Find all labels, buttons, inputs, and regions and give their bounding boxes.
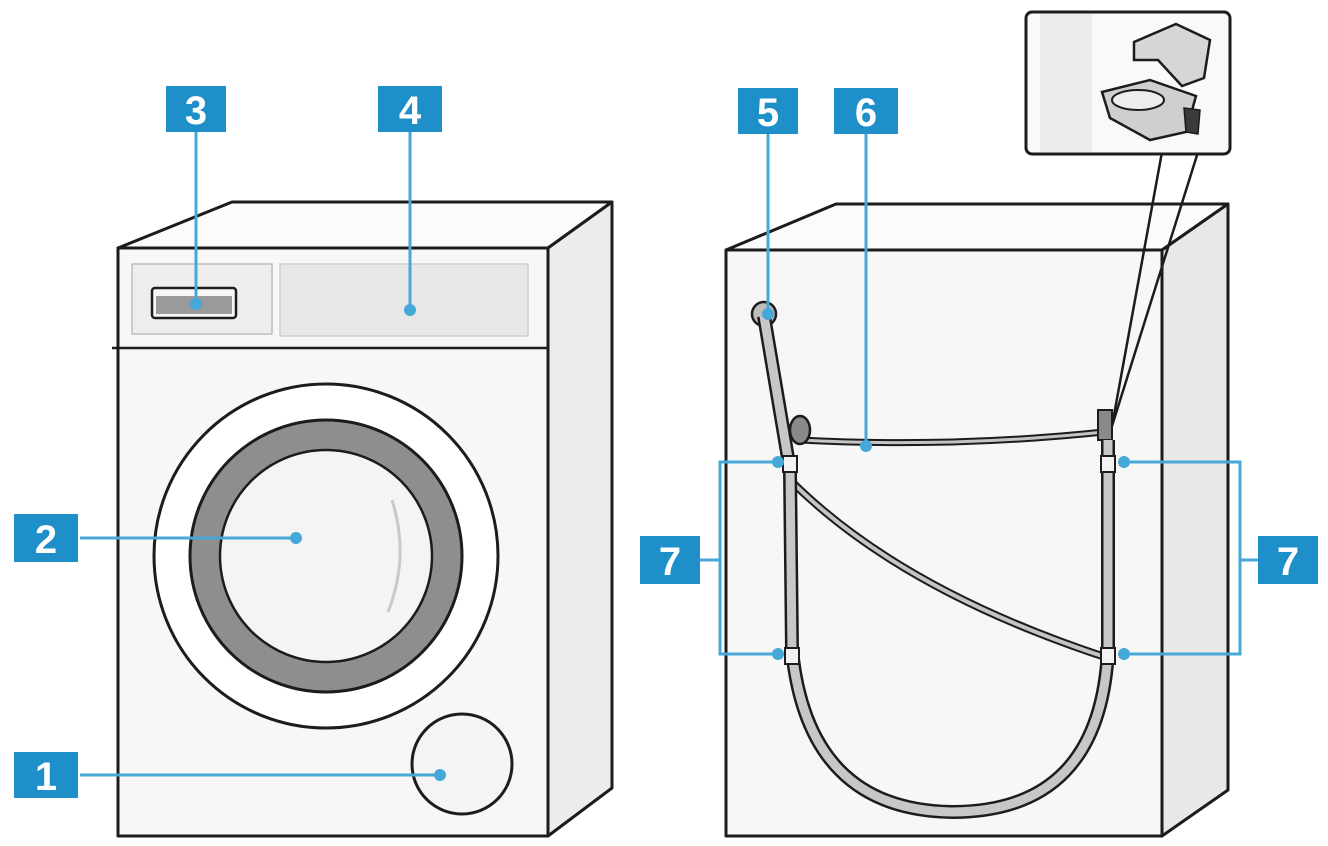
rear-side-panel <box>1160 202 1230 838</box>
leader-dot <box>772 456 784 468</box>
callout-6-label: 6 <box>855 91 877 135</box>
leader-dot <box>762 308 774 320</box>
callout-6: 6 <box>834 88 898 135</box>
inset-pointer-line <box>1110 151 1164 427</box>
drain-hose <box>757 314 1115 820</box>
inset-clip-tab <box>1183 107 1201 135</box>
hose-clip <box>784 647 800 665</box>
callout-5: 5 <box>738 88 798 135</box>
leader-dot <box>404 304 416 316</box>
inset-bracket-upper <box>1132 22 1212 88</box>
rear-face <box>724 248 1164 838</box>
hose-clip <box>782 455 798 473</box>
loading-door <box>152 382 500 730</box>
supply-hose-end <box>1097 409 1113 441</box>
rear-top-surface <box>724 202 1230 252</box>
hose-clips <box>782 455 1116 665</box>
callout-1: 1 <box>14 752 78 799</box>
inset-pointer-line <box>1110 151 1200 427</box>
rear-view-machine <box>724 202 1230 838</box>
inset-wall-edge <box>1040 14 1092 152</box>
callout-4: 4 <box>378 86 442 133</box>
pump-cover <box>410 712 514 816</box>
callout-1-label: 1 <box>35 755 57 799</box>
callout-badges: 1 2 3 4 5 6 7 7 <box>14 86 1318 799</box>
front-top-surface <box>116 200 614 250</box>
callout-7-right-label: 7 <box>1277 540 1299 584</box>
callout-4-label: 4 <box>399 89 422 133</box>
callout-7-left: 7 <box>640 536 700 584</box>
leader-dot <box>1118 456 1130 468</box>
hose-clip <box>1100 647 1116 665</box>
callout-2: 2 <box>14 514 78 562</box>
leader-dots <box>190 298 1130 781</box>
leader-dot <box>1118 648 1130 660</box>
callout-7-right: 7 <box>1258 536 1318 584</box>
leader-dot <box>860 440 872 452</box>
callout-2-label: 2 <box>35 518 57 562</box>
detergent-drawer <box>131 263 273 335</box>
door-glass-highlight <box>386 499 402 613</box>
hose-clip <box>1100 455 1116 473</box>
leader-dot <box>290 532 302 544</box>
door-glass <box>218 448 434 664</box>
leader-dot <box>434 769 446 781</box>
leader-bracket-7-left <box>718 460 778 656</box>
callout-3: 3 <box>166 86 226 133</box>
callout-7-left-label: 7 <box>659 540 681 584</box>
callout-3-label: 3 <box>185 89 207 133</box>
supply-hose-connector <box>788 414 812 446</box>
callout-5-label: 5 <box>757 91 779 135</box>
leader-lines <box>80 132 1258 777</box>
detail-inset <box>1024 10 1232 427</box>
front-side-panel <box>546 200 614 838</box>
leader-dot <box>190 298 202 310</box>
leader-bracket-7-right <box>1124 460 1242 656</box>
control-panel-display <box>279 263 529 337</box>
inset-hose-opening <box>1111 89 1165 111</box>
leader-dot <box>772 648 784 660</box>
diagonal-hose <box>787 477 1110 662</box>
